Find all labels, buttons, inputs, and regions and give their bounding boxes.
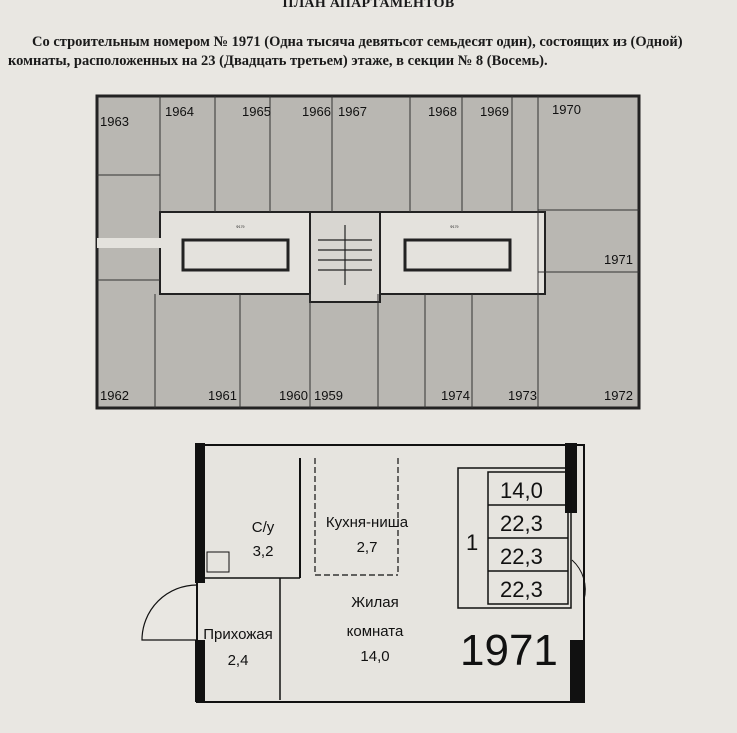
apartment-label: 1972 xyxy=(604,388,633,403)
room-name: Жилая xyxy=(351,594,398,611)
apartment-label: 1969 xyxy=(480,104,509,119)
apartment-label: 1963 xyxy=(100,114,129,129)
area-value: 22,3 xyxy=(500,544,543,569)
apartment-label: 1967 xyxy=(338,104,367,119)
apartment-label: 1968 xyxy=(428,104,457,119)
document-title: ПЛАН АПАРТАМЕНТОВ xyxy=(282,0,455,11)
room-name: Кухня-ниша xyxy=(326,514,409,531)
apartment-label: 1966 xyxy=(302,104,331,119)
room-name: С/у xyxy=(252,519,275,536)
unit-plan xyxy=(141,443,586,703)
apartment-label: 1971 xyxy=(604,252,633,267)
apartment-label: 1964 xyxy=(165,104,194,119)
rooms-count: 1 xyxy=(466,530,478,555)
room-area: 2,7 xyxy=(357,539,378,556)
area-value: 22,3 xyxy=(500,577,543,602)
apartment-label: 1960 xyxy=(279,388,308,403)
room-name-line2: комната xyxy=(347,623,404,640)
area-value: 14,0 xyxy=(500,478,543,503)
apartment-label: 1959 xyxy=(314,388,343,403)
corridor-label: Ф179 xyxy=(236,225,245,229)
apartment-label: 1962 xyxy=(100,388,129,403)
apartment-label: 1970 xyxy=(552,102,581,117)
apartment-label: 1973 xyxy=(508,388,537,403)
document-paragraph: Со строительным номером № 1971 (Одна тыс… xyxy=(8,34,683,69)
room-area: 3,2 xyxy=(253,543,274,560)
unit-number: 1971 xyxy=(460,626,558,675)
apartment-label: 1961 xyxy=(208,388,237,403)
corridor-label: Ф179 xyxy=(450,225,459,229)
room-area: 2,4 xyxy=(228,652,249,669)
apartment-label: 1965 xyxy=(242,104,271,119)
area-value: 22,3 xyxy=(500,511,543,536)
apartment-label: 1974 xyxy=(441,388,470,403)
room-name: Прихожая xyxy=(203,626,273,643)
room-area: 14,0 xyxy=(360,648,389,665)
